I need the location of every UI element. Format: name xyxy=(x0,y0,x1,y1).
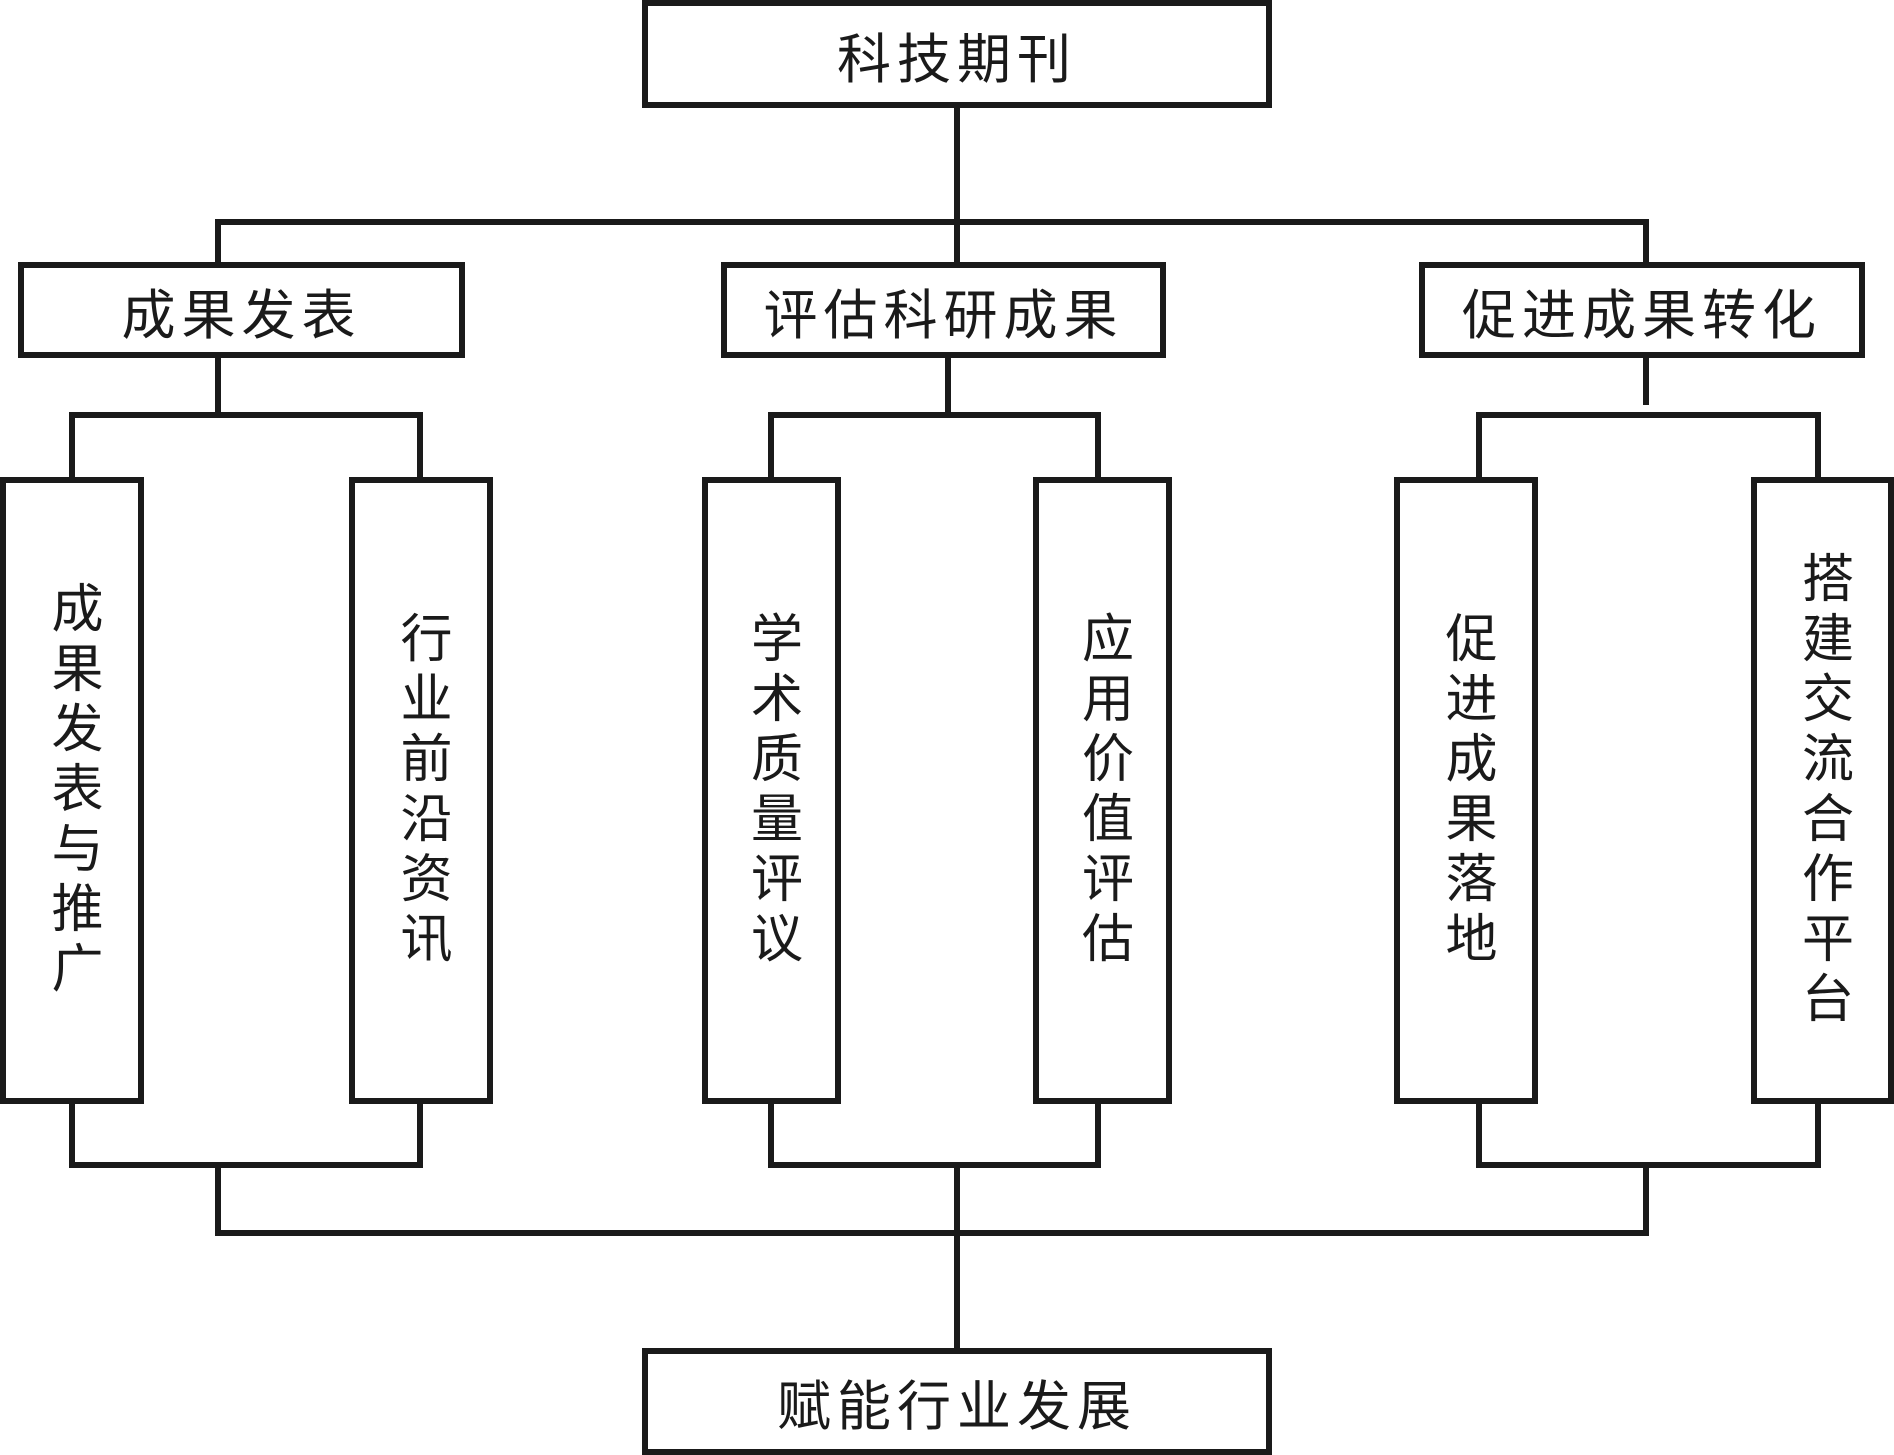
leaf-label: 搭建交流合作平台 xyxy=(1792,550,1853,1031)
leaf-label: 应用价值评估 xyxy=(1072,610,1133,971)
root-node: 科技期刊 xyxy=(642,0,1272,108)
leaf-node: 应用价值评估 xyxy=(1033,477,1172,1104)
branch-label: 成果发表 xyxy=(121,283,362,347)
leaf-node: 成果发表与推广 xyxy=(0,477,144,1104)
leaf-node: 行业前沿资讯 xyxy=(349,477,493,1104)
leaf-label: 促进成果落地 xyxy=(1436,610,1496,971)
branch-node-publication: 成果发表 xyxy=(18,262,465,358)
outcome-label: 赋能行业发展 xyxy=(777,1375,1137,1438)
leaf-label: 成果发表与推广 xyxy=(42,580,102,1001)
branch-label: 促进成果转化 xyxy=(1462,283,1822,347)
leaf-label: 学术质量评议 xyxy=(741,610,802,971)
leaf-node: 学术质量评议 xyxy=(702,477,841,1104)
branch-node-transformation: 促进成果转化 xyxy=(1419,262,1865,358)
branch-label: 评估科研成果 xyxy=(763,283,1124,347)
leaf-node: 促进成果落地 xyxy=(1394,477,1538,1104)
outcome-node: 赋能行业发展 xyxy=(642,1348,1272,1455)
branch-node-evaluation: 评估科研成果 xyxy=(721,262,1166,358)
leaf-label: 行业前沿资讯 xyxy=(391,610,451,971)
leaf-node: 搭建交流合作平台 xyxy=(1751,477,1894,1104)
root-label: 科技期刊 xyxy=(837,27,1077,91)
